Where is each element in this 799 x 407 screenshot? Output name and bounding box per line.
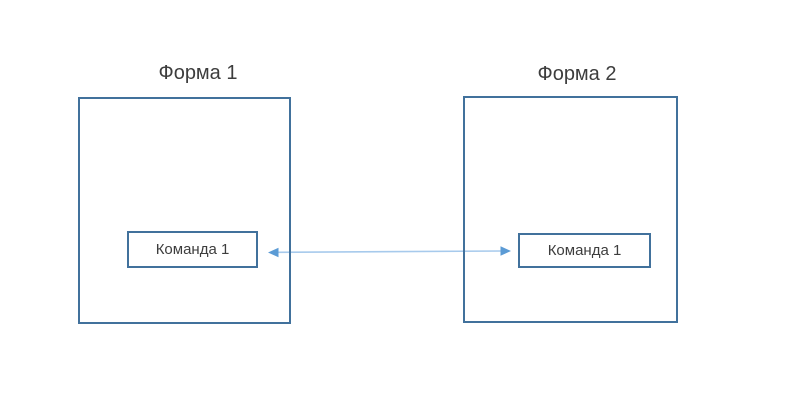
form2-title: Форма 2 bbox=[537, 63, 617, 85]
form2-command-button-label: Команда 1 bbox=[547, 242, 622, 259]
form1-command-button-label: Команда 1 bbox=[155, 241, 230, 258]
form1-box bbox=[78, 97, 291, 324]
form1-command-button[interactable]: Команда 1 bbox=[127, 231, 258, 268]
form1-title: Форма 1 bbox=[158, 62, 238, 84]
form2-box bbox=[463, 96, 678, 323]
form2-command-button[interactable]: Команда 1 bbox=[518, 233, 651, 268]
